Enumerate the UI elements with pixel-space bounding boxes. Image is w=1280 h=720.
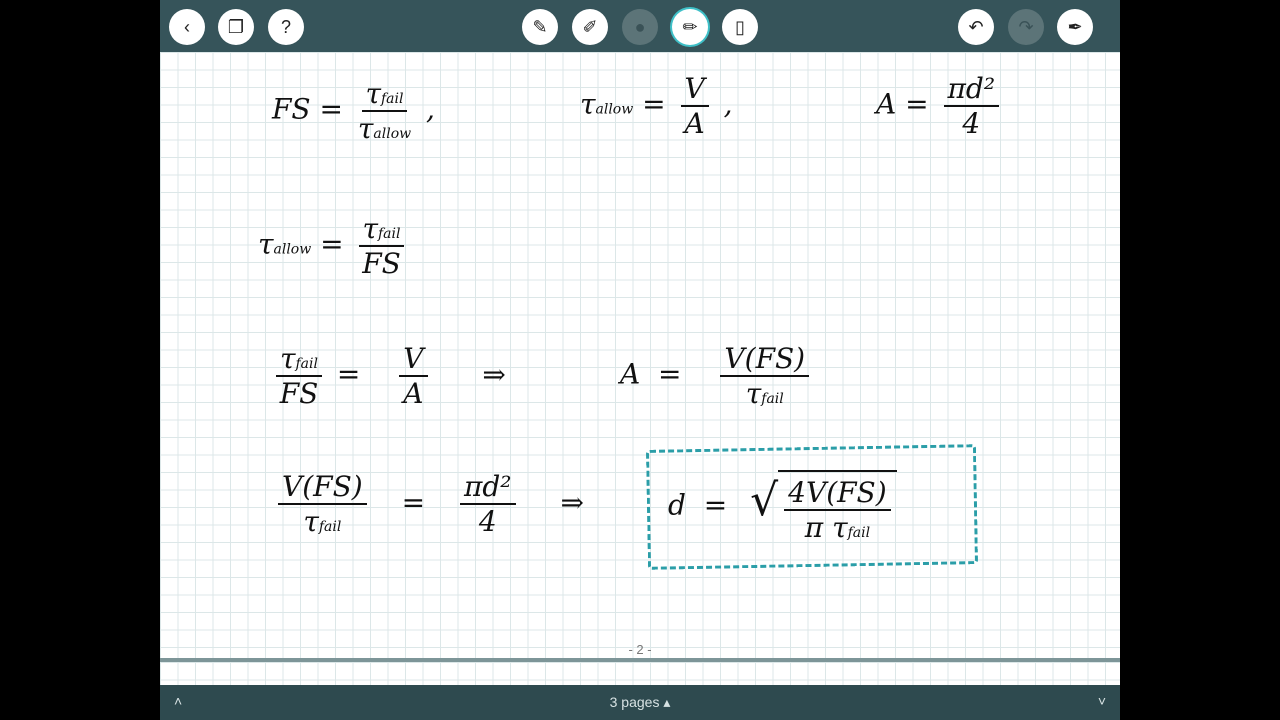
eraser-icon[interactable]: ▯ (722, 9, 758, 45)
pages-menu-button[interactable]: 3 pages ▴ (609, 694, 671, 710)
ink-drop-icon[interactable]: ● (622, 9, 658, 45)
chevron-up-icon[interactable]: ˄ (174, 693, 183, 709)
next-page-preview[interactable] (160, 662, 1120, 685)
redo-icon[interactable]: ↷ (1008, 9, 1044, 45)
marker-icon[interactable]: ✐ (572, 9, 608, 45)
page-divider (160, 658, 1120, 662)
page-number: - 2 - (628, 642, 652, 657)
help-icon[interactable]: ? (268, 9, 304, 45)
undo-icon[interactable]: ↶ (958, 9, 994, 45)
pages-icon[interactable]: ❐ (218, 9, 254, 45)
back-chevron-icon[interactable]: ‹ (169, 9, 205, 45)
toolbar: ‹ ❐ ? ✎ ✐ ● ✏ ▯ ↶ ↷ ✒ (160, 0, 1120, 52)
equation-diameter-result: d = √4V(FS)π τfail (668, 470, 903, 544)
equation-area-result: A = V(FS)τfail (620, 342, 815, 410)
bottom-bar: ˄ 3 pages ▴ ˅ (160, 685, 1120, 720)
chevron-down-icon[interactable]: ˅ (1097, 693, 1106, 709)
fine-pen-icon[interactable]: ✎ (522, 9, 558, 45)
pencil-icon[interactable]: ✏ (672, 9, 708, 45)
bluetooth-stylus-icon[interactable]: ✒ (1057, 9, 1093, 45)
